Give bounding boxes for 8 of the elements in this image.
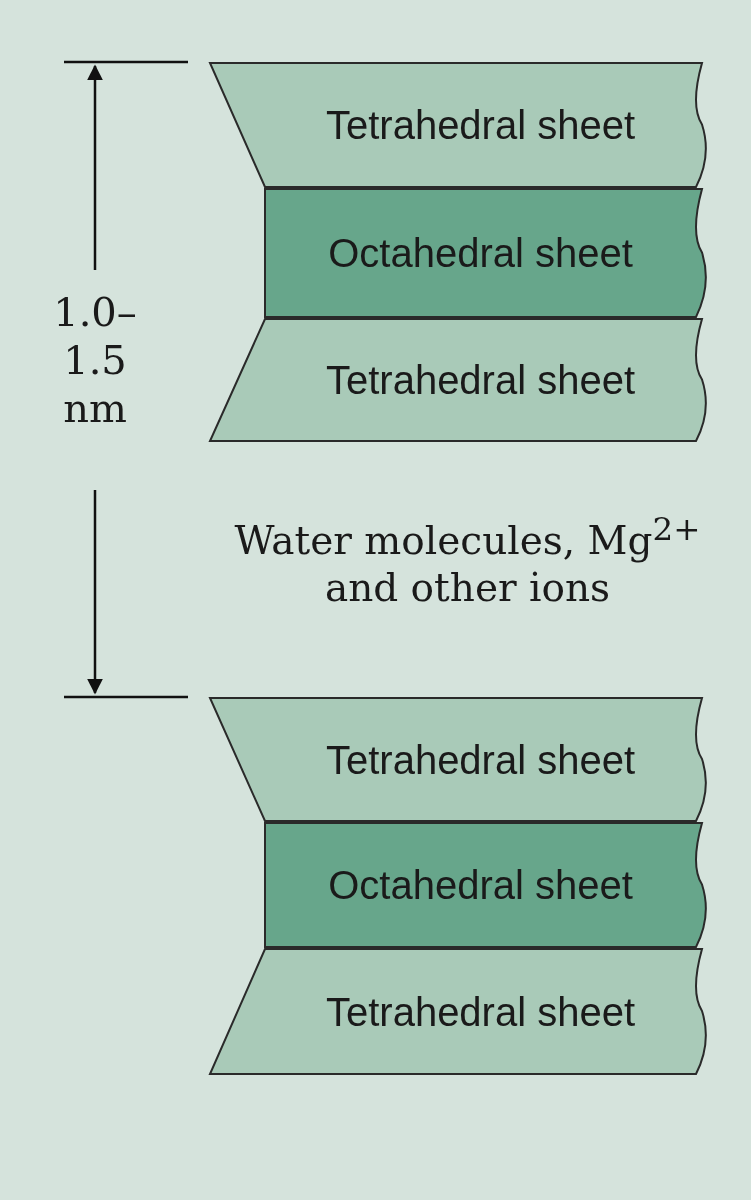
layer-label: Tetrahedral sheet bbox=[324, 737, 637, 782]
layer-label: Octahedral sheet bbox=[327, 862, 634, 908]
layer-label: Tetrahedral sheet bbox=[324, 102, 637, 148]
layer-label: Tetrahedral sheet bbox=[324, 989, 637, 1034]
dimension-label: 1.0– 1.5 nm bbox=[52, 288, 138, 432]
layer-label: Tetrahedral sheet bbox=[324, 357, 637, 403]
layer-description: Water molecules, Mg$^{2+}$ and other ions bbox=[233, 510, 702, 612]
layer-label: Octahedral sheet bbox=[327, 230, 634, 276]
